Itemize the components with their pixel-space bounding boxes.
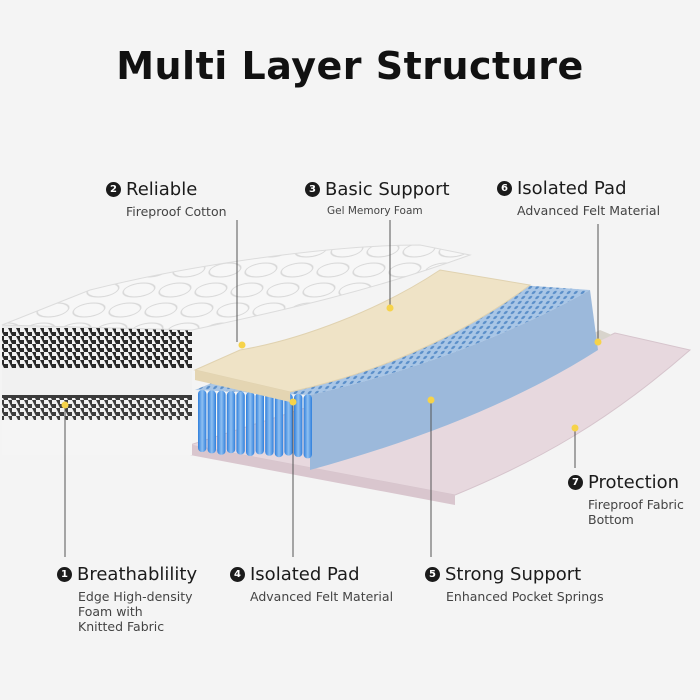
page-title: Multi Layer Structure bbox=[116, 44, 584, 88]
marker-dot bbox=[386, 304, 394, 312]
pocket-spring-coil bbox=[284, 393, 293, 456]
memory-foam-layer bbox=[193, 269, 532, 393]
pocket-spring-coil bbox=[274, 393, 284, 458]
label-heading: Breathablility bbox=[77, 564, 198, 585]
marker-dot bbox=[238, 341, 246, 349]
quilted-top bbox=[1, 244, 472, 331]
label-basic-support: 3 Basic Support Gel Memory Foam bbox=[305, 179, 450, 219]
number-badge: 2 bbox=[106, 182, 121, 197]
pocket-spring-coil bbox=[217, 390, 226, 455]
label-breathability: 1 Breathablility Edge High-density Foam w… bbox=[57, 564, 197, 634]
label-subtitle: Edge High-density Foam with Knitted Fabr… bbox=[78, 589, 193, 634]
spring-block-side bbox=[310, 290, 598, 470]
pocket-spring-coil bbox=[198, 390, 207, 452]
label-subtitle: Advanced Felt Material bbox=[517, 203, 661, 218]
pocket-springs bbox=[198, 390, 312, 459]
leader-lines bbox=[64, 220, 599, 557]
marker-dot bbox=[61, 401, 69, 409]
pocket-spring-coil bbox=[226, 391, 236, 454]
number-badge: 3 bbox=[305, 182, 320, 197]
label-subtitle: Fireproof Cotton bbox=[126, 204, 227, 219]
label-protection: 7 Protection Fireproof Fabric Bottom bbox=[568, 472, 684, 527]
label-heading: Reliable bbox=[126, 179, 198, 200]
label-isolated-pad-6: 6 Isolated Pad Advanced Felt Material bbox=[497, 178, 660, 218]
label-heading: Isolated Pad bbox=[250, 564, 360, 585]
number-badge: 1 bbox=[57, 567, 72, 582]
label-heading: Strong Support bbox=[445, 564, 582, 585]
label-strong-support: 5 Strong Support Enhanced Pocket Springs bbox=[425, 564, 604, 604]
pocket-spring-coil bbox=[246, 392, 255, 456]
marker-dot bbox=[594, 338, 602, 346]
number-badge: 4 bbox=[230, 567, 245, 582]
pocket-spring-coil bbox=[236, 391, 245, 455]
layer-markers bbox=[61, 304, 602, 432]
label-subtitle: Enhanced Pocket Springs bbox=[446, 589, 604, 604]
marker-dot bbox=[571, 424, 579, 432]
pocket-spring-coil bbox=[207, 390, 216, 454]
pocket-spring-coil bbox=[294, 394, 303, 457]
label-isolated-pad-4: 4 Isolated Pad Advanced Felt Material bbox=[230, 564, 393, 604]
label-heading: Protection bbox=[588, 472, 680, 493]
marker-dot bbox=[289, 398, 297, 406]
marker-dot bbox=[427, 396, 435, 404]
number-badge: 7 bbox=[568, 475, 583, 490]
pocket-spring-coil bbox=[303, 394, 312, 459]
number-badge: 5 bbox=[425, 567, 440, 582]
label-heading: Basic Support bbox=[325, 179, 450, 200]
pocket-spring-coil bbox=[265, 392, 274, 456]
label-subtitle: Fireproof Fabric Bottom bbox=[588, 497, 684, 527]
label-subtitle: Gel Memory Foam bbox=[327, 205, 423, 217]
label-heading: Isolated Pad bbox=[517, 178, 627, 199]
number-badge: 6 bbox=[497, 181, 512, 196]
label-subtitle: Advanced Felt Material bbox=[250, 589, 394, 604]
pocket-spring-coil bbox=[255, 392, 264, 455]
label-reliable: 2 Reliable Fireproof Cotton bbox=[106, 179, 227, 219]
